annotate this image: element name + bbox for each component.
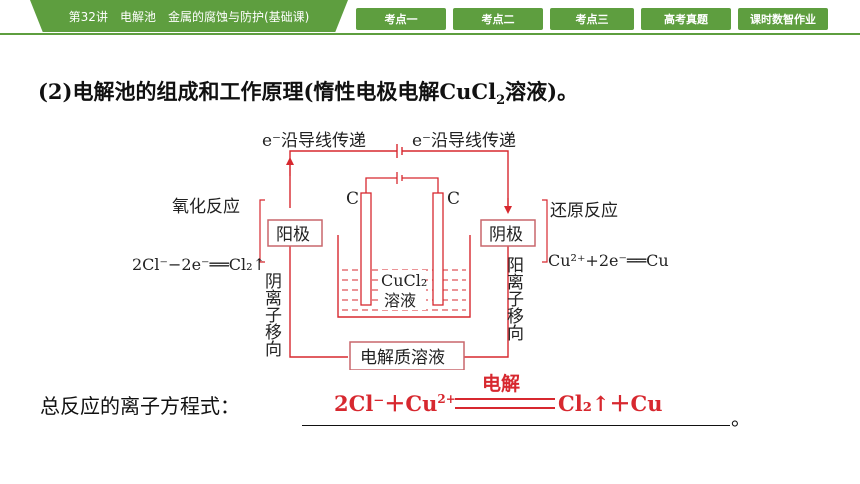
e-flow-left-label: e⁻沿导线传递	[262, 131, 366, 151]
tab-gaokao[interactable]: 高考真题	[641, 8, 731, 30]
lesson-title: 第32讲 电解池 金属的腐蚀与防护(基础课)	[68, 9, 310, 24]
anion-migration-label: 阴离子移向	[261, 272, 282, 357]
electrode-left-letter: C	[346, 189, 359, 209]
cation-migration-label: 阳离子移向	[503, 256, 524, 341]
arrow-anode-up	[286, 157, 294, 165]
tab-kaodian-2[interactable]: 考点二	[453, 8, 543, 30]
anode-equation: 2Cl⁻−2e⁻══Cl₂↑	[132, 255, 266, 274]
total-reaction-prompt: 总反应的离子方程式：	[40, 394, 240, 418]
cathode-box	[480, 219, 536, 247]
cathode-bracket	[542, 199, 548, 263]
lesson-title-tab: 第32讲 电解池 金属的腐蚀与防护(基础课)	[30, 0, 348, 32]
solution-word: 溶液	[384, 291, 416, 310]
answer-reactants: 2Cl⁻＋Cu2+	[334, 391, 456, 416]
electrolysis-condition: 电解	[482, 373, 521, 395]
nav-divider	[0, 33, 860, 35]
svg-text:阳离子移向: 阳离子移向	[503, 256, 524, 341]
cathode-rod	[432, 192, 444, 306]
cathode-equation: Cu²⁺+2e⁻══Cu	[548, 251, 669, 270]
tab-kaodian-1[interactable]: 考点一	[356, 8, 446, 30]
inner-circuit	[365, 172, 439, 193]
arrow-cathode	[504, 206, 512, 214]
anode-reaction-type: 氧化反应	[172, 197, 240, 217]
electrode-right-letter: C	[447, 189, 460, 209]
anode-rod	[360, 192, 372, 306]
top-nav-bar: 第32讲 电解池 金属的腐蚀与防护(基础课) 考点一 考点二 考点三 高考真题 …	[0, 0, 860, 34]
electrolyte-box	[349, 341, 465, 370]
battery-top	[396, 144, 403, 158]
ending-period: 。	[731, 406, 751, 430]
answer-blank	[302, 425, 730, 426]
anode-label: 阳极	[276, 225, 310, 245]
answer-products: Cl₂↑＋Cu	[558, 391, 663, 416]
beaker	[337, 235, 471, 318]
anode-box	[267, 219, 323, 247]
e-flow-right-label: e⁻沿导线传递	[412, 131, 516, 151]
outer-circuit	[289, 150, 509, 358]
anode-bracket	[259, 199, 265, 263]
cathode-reaction-type: 还原反应	[550, 201, 618, 221]
electrolysis-diagram: e⁻沿导线传递 e⁻沿导线传递 C C CuCl₂ 溶液 阳极 阴极 电解质溶液…	[132, 131, 669, 370]
solution-formula: CuCl₂	[381, 271, 427, 290]
section-heading: (2)电解池的组成和工作原理(惰性电极电解CuCl2溶液)。	[38, 79, 579, 109]
tab-homework[interactable]: 课时数智作业	[738, 8, 828, 30]
electrolyte-label: 电解质溶液	[360, 348, 445, 368]
cathode-label: 阴极	[489, 225, 523, 245]
tab-kaodian-3[interactable]: 考点三	[550, 8, 634, 30]
reaction-equals-sign	[455, 398, 555, 409]
svg-text:阴离子移向: 阴离子移向	[261, 272, 282, 357]
